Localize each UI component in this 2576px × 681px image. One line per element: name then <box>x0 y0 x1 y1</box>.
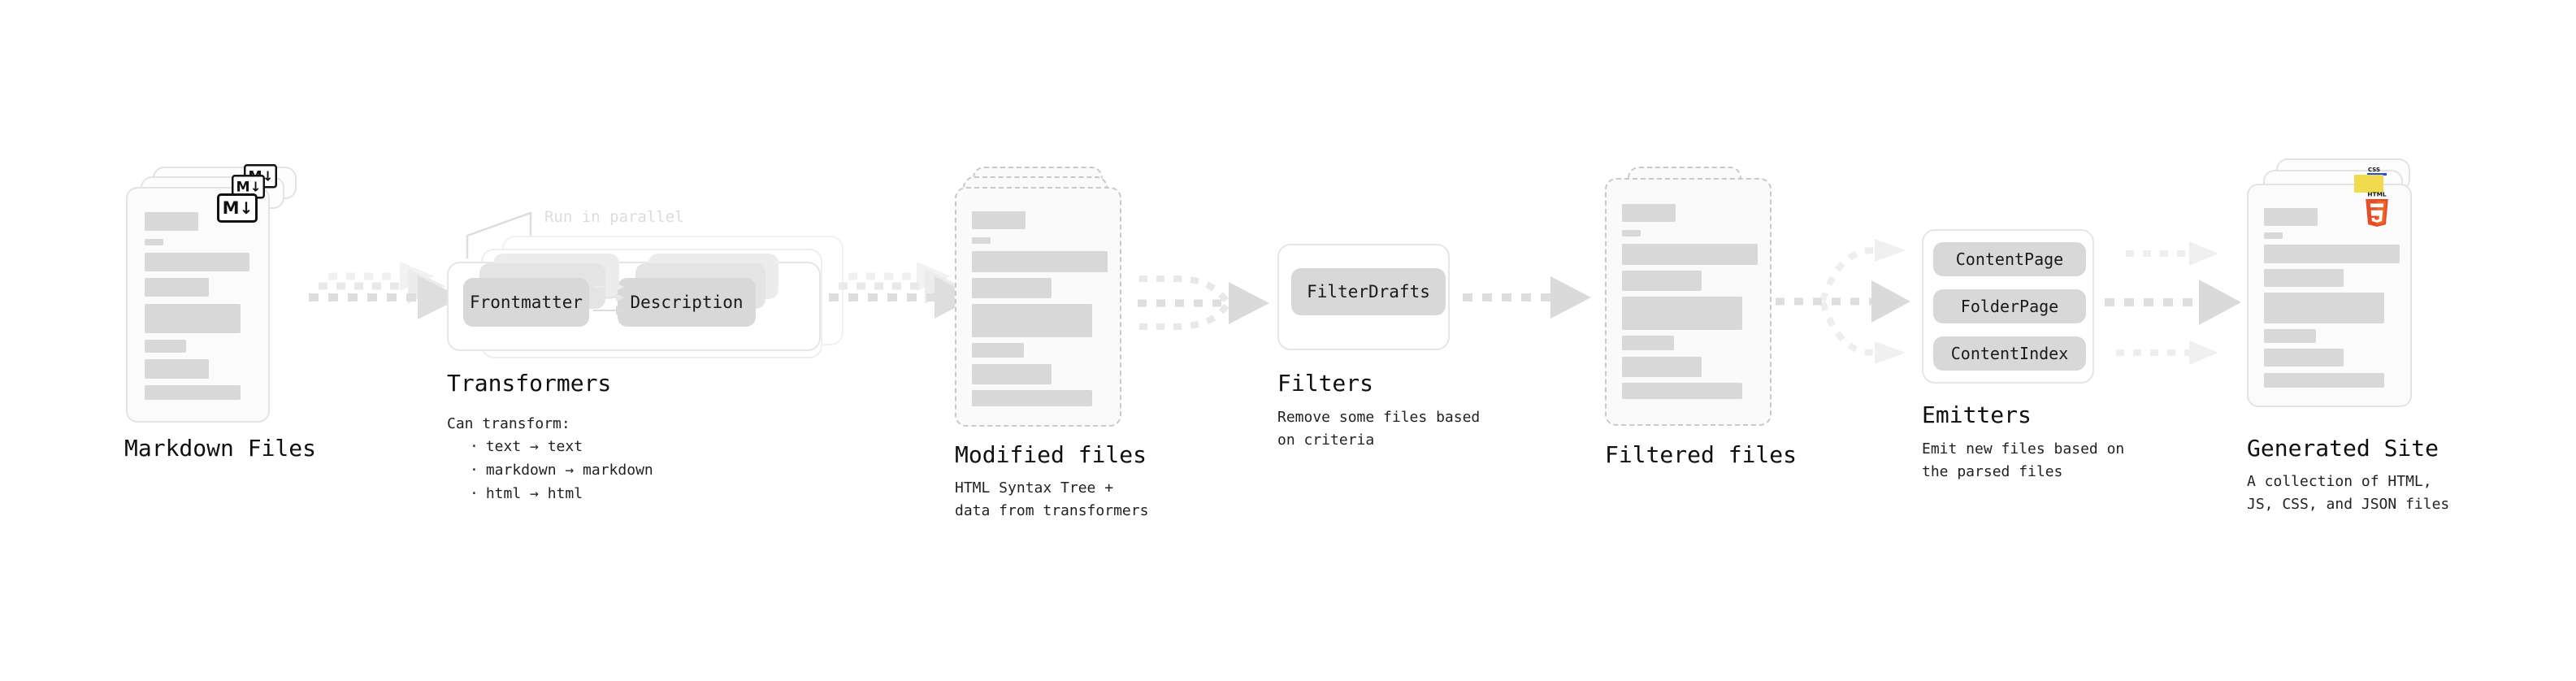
skeleton-bar <box>2264 232 2283 239</box>
transformer-bullets: text → text markdown → markdown html → h… <box>453 435 653 505</box>
stage-title-transformers: Transformers <box>447 370 612 397</box>
skeleton-bar <box>145 239 163 245</box>
generated-file-stack: CSS HTML <box>2247 158 2434 427</box>
stage-title-emitters: Emitters <box>1922 401 2032 428</box>
skeleton-bar <box>1622 230 1641 236</box>
arrow-markdown-to-transformers <box>309 262 462 319</box>
skeleton-bar <box>145 304 241 333</box>
svg-text:HTML: HTML <box>2367 190 2387 197</box>
skeleton-bar <box>972 304 1092 337</box>
filtered-card-front <box>1605 178 1772 426</box>
stage-modified-files: Modified files HTML Syntax Tree + data f… <box>955 167 1148 519</box>
modified-card-front <box>955 187 1121 427</box>
skeleton-bar <box>1622 204 1676 222</box>
transformer-chip-description[interactable]: Description <box>618 278 756 327</box>
transformer-internal-arrows <box>593 283 626 315</box>
skeleton-bar <box>972 390 1092 406</box>
skeleton-bar <box>2264 349 2344 367</box>
emitter-chip-contentpage[interactable]: ContentPage <box>1933 242 2086 276</box>
stage-title-filters: Filters <box>1277 370 1374 397</box>
list-item: markdown → markdown <box>470 458 653 482</box>
skeleton-bar <box>2264 329 2316 343</box>
transformer-chip-frontmatter[interactable]: Frontmatter <box>463 278 589 327</box>
skeleton-bar <box>972 343 1024 358</box>
skeleton-bar <box>972 251 1108 272</box>
filters-box: FilterDrafts <box>1277 244 1450 350</box>
filtered-file-stack <box>1605 167 1776 427</box>
html5-icon: HTML <box>2366 190 2388 227</box>
markdown-file-stack: M↓ M↓ M↓ <box>126 164 297 423</box>
markdown-card-front <box>126 187 270 423</box>
arrow-emitters-to-site <box>2105 241 2241 365</box>
stage-title-markdown-files: Markdown Files <box>124 435 317 462</box>
stage-title-filtered-files: Filtered files <box>1605 441 1798 468</box>
skeleton-bar <box>1622 383 1742 399</box>
transformer-box-front: Frontmatter Description <box>447 254 821 351</box>
stage-title-generated-site: Generated Site <box>2247 435 2439 462</box>
list-item: text → text <box>470 435 653 458</box>
skeleton-bar <box>145 278 209 297</box>
run-in-parallel-label: Run in parallel <box>544 208 684 226</box>
arrow-modified-to-filters <box>1138 275 1269 330</box>
emitter-chip-contentindex[interactable]: ContentIndex <box>1933 336 2086 371</box>
stage-desc-filters: Remove some files based on criteria <box>1277 409 1481 449</box>
skeleton-bar <box>972 278 1052 298</box>
skeleton-bar <box>972 364 1052 384</box>
stage-markdown-files: M↓ M↓ M↓ Markdown Files <box>124 164 316 462</box>
css3-icon: CSS <box>2367 167 2387 176</box>
skeleton-bar <box>145 212 198 231</box>
filter-chip-filterdrafts[interactable]: FilterDrafts <box>1291 268 1446 315</box>
skeleton-bar <box>145 385 241 400</box>
stage-generated-site: CSS HTML Generated Site A collection of … <box>2247 158 2449 513</box>
skeleton-bar <box>145 253 249 271</box>
markdown-badge: M↓ <box>217 193 258 223</box>
stage-desc-generated-site: A collection of HTML, JS, CSS, and JSON … <box>2247 473 2450 513</box>
skeleton-bar <box>1622 357 1702 377</box>
skeleton-bar <box>2264 269 2344 287</box>
skeleton-bar <box>2264 293 2384 323</box>
skeleton-bar <box>145 340 186 353</box>
emitter-chip-folderpage[interactable]: FolderPage <box>1933 289 2086 323</box>
stage-desc-modified-files: HTML Syntax Tree + data from transformer… <box>955 479 1149 519</box>
skeleton-bar <box>2264 208 2318 226</box>
skeleton-bar <box>1622 297 1742 330</box>
stage-desc-transformers: Can transform: <box>447 415 570 432</box>
arrow-filters-to-filtered <box>1463 276 1591 319</box>
stage-title-modified-files: Modified files <box>955 441 1147 468</box>
skeleton-bar <box>1622 271 1702 291</box>
list-item: html → html <box>470 482 653 505</box>
skeleton-bar <box>1622 336 1674 350</box>
svg-text:CSS: CSS <box>2368 167 2380 173</box>
javascript-icon <box>2354 175 2383 193</box>
skeleton-bar <box>1622 244 1758 265</box>
skeleton-bar <box>2264 373 2384 388</box>
run-in-parallel-bracket <box>466 211 532 258</box>
arrow-filtered-to-emitters <box>1776 239 1910 364</box>
stage-desc-emitters: Emit new files based on the parsed files <box>1922 440 2125 480</box>
modified-file-stack <box>955 167 1125 427</box>
emitters-box: ContentPage FolderPage ContentIndex <box>1922 229 2094 384</box>
skeleton-bar <box>972 237 991 244</box>
stage-filtered-files: Filtered files <box>1605 167 1797 468</box>
skeleton-bar <box>2264 245 2400 263</box>
skeleton-bar <box>145 359 209 379</box>
skeleton-bar <box>972 211 1026 229</box>
